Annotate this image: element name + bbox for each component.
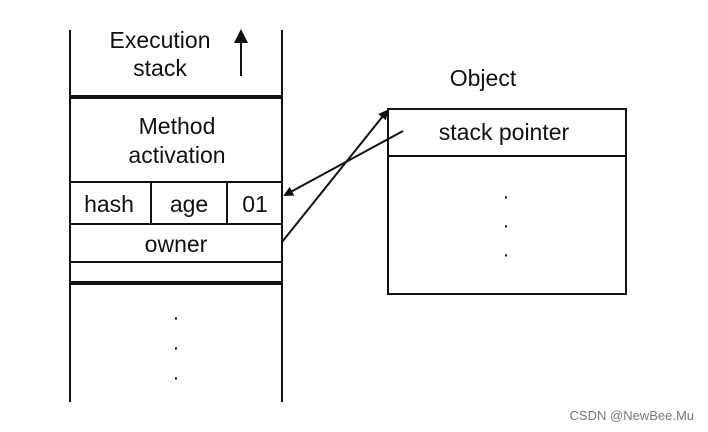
object-title: Object xyxy=(450,65,517,91)
execution-stack: Execution stack Method activation hash a… xyxy=(69,27,283,402)
stack-pointer-field: stack pointer xyxy=(439,119,570,145)
watermark-text: CSDN @NewBee.Mu xyxy=(570,408,694,423)
stack-heading-line2: stack xyxy=(133,55,187,81)
age-cell: age xyxy=(170,191,208,217)
hash-cell: hash xyxy=(84,191,134,217)
object-outline xyxy=(387,108,627,295)
stack-dot-1: · xyxy=(173,307,180,329)
owner-cell: owner xyxy=(145,231,208,257)
stack-dot-3: · xyxy=(173,367,180,389)
displaced-header-row: hash age 01 xyxy=(84,182,268,224)
object-box: Object stack pointer · · · xyxy=(387,65,627,295)
method-label-line1: Method xyxy=(139,113,216,139)
stack-pointer-arrow xyxy=(283,130,404,196)
stack-dot-2: · xyxy=(173,337,180,359)
method-label-line2: activation xyxy=(128,142,225,168)
lock-bits-cell: 01 xyxy=(242,191,268,217)
method-activation-frame: Method activation xyxy=(128,113,225,168)
stack-heading-line1: Execution xyxy=(109,27,210,53)
owner-arrow xyxy=(281,109,389,243)
object-dot-3: · xyxy=(503,244,510,266)
object-dot-2: · xyxy=(503,215,510,237)
object-dot-1: · xyxy=(503,186,510,208)
